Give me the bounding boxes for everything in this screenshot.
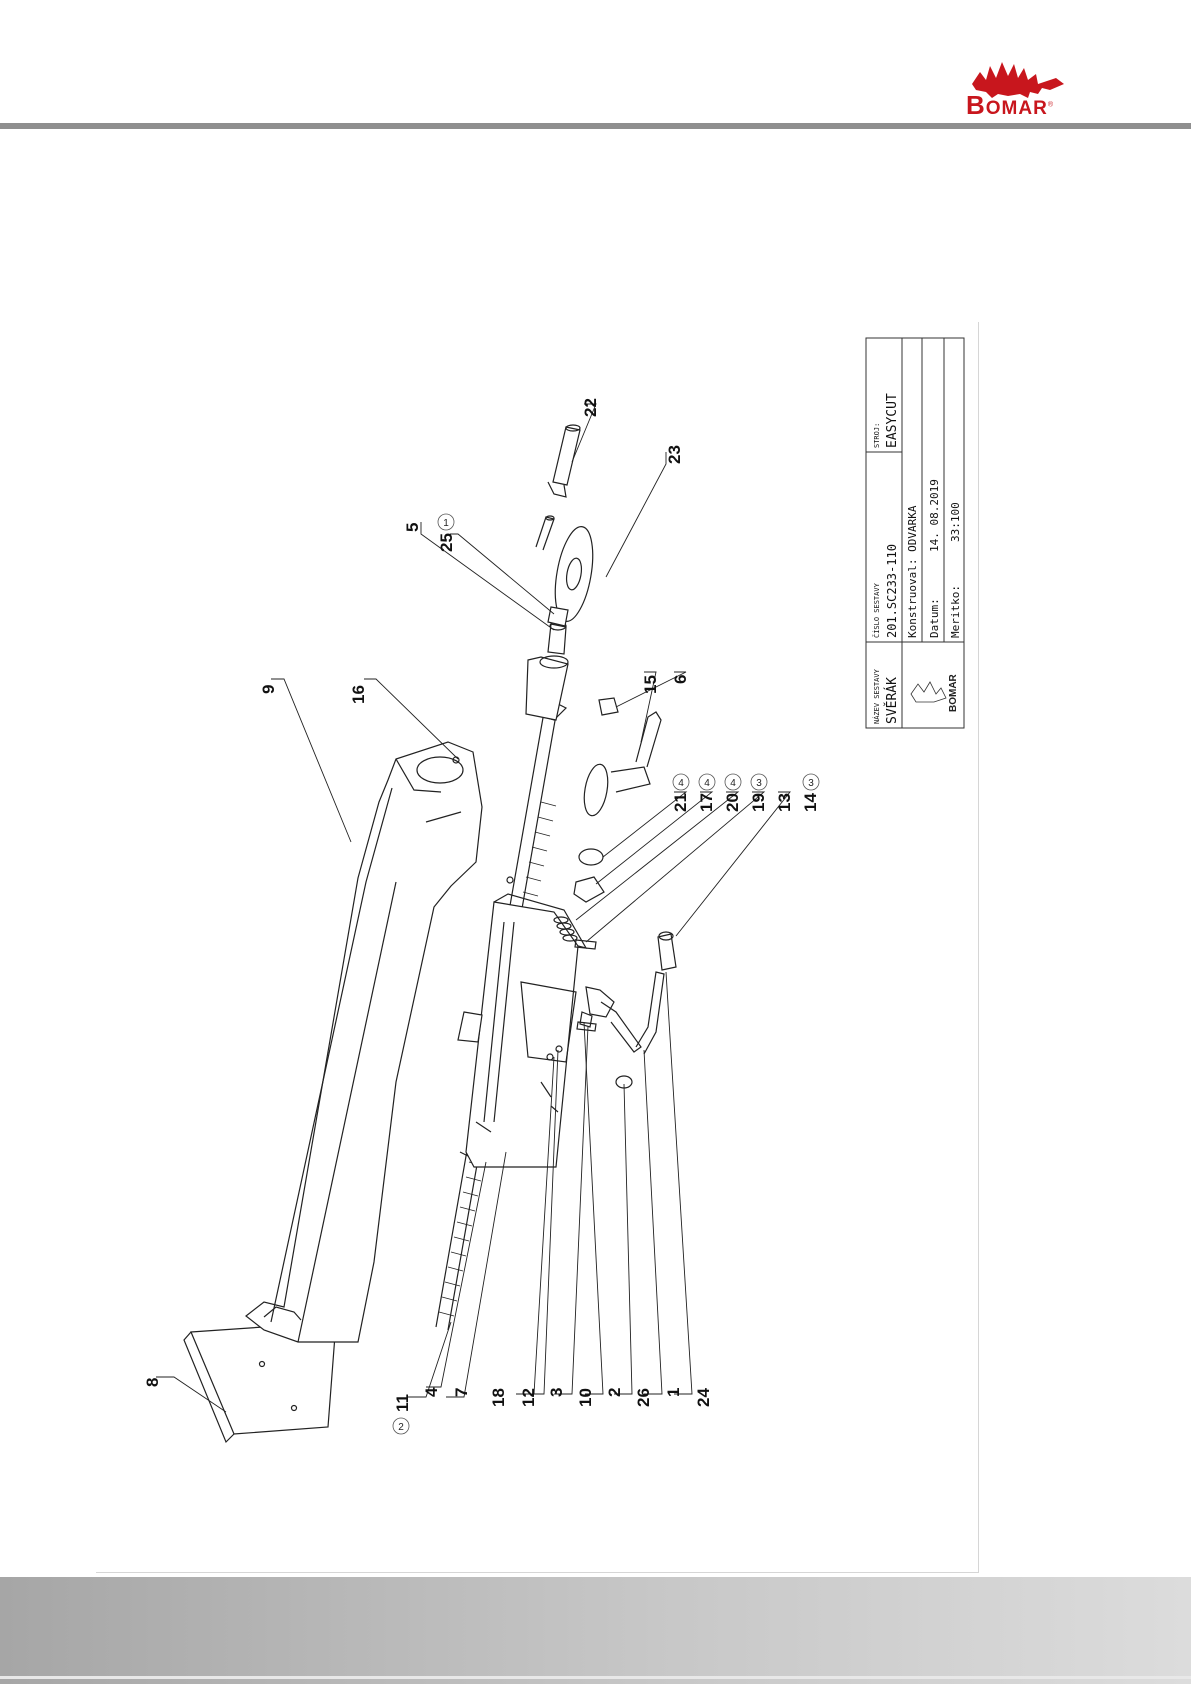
callout-3: 3 bbox=[547, 1388, 566, 1397]
tb-cislo-label: ČÍSLO SESTAVY bbox=[872, 582, 881, 638]
qty-14: 3 bbox=[803, 774, 819, 790]
tb-konstruoval: Konstruoval: ODVARKA bbox=[906, 505, 919, 638]
callout-10: 10 bbox=[576, 1388, 595, 1407]
callout-9: 9 bbox=[259, 685, 278, 694]
svg-text:4: 4 bbox=[704, 778, 710, 789]
svg-text:4: 4 bbox=[730, 778, 736, 789]
title-block-mini-logo: BOMAR bbox=[911, 673, 959, 712]
clamp-cap-15 bbox=[599, 698, 618, 715]
callout-24: 24 bbox=[694, 1388, 713, 1407]
clamp-lever bbox=[580, 932, 676, 1088]
tb-stroj-label: STROJ: bbox=[873, 423, 881, 448]
qty-20: 4 bbox=[725, 774, 741, 790]
callout-19: 19 bbox=[749, 793, 768, 812]
callout-11: 11 bbox=[393, 1394, 412, 1412]
callout-26: 26 bbox=[634, 1388, 653, 1407]
item-21-disc bbox=[579, 849, 603, 865]
svg-text:2: 2 bbox=[398, 1422, 404, 1433]
callout-6: 6 bbox=[671, 675, 690, 684]
callout-16: 16 bbox=[349, 685, 368, 704]
callout-17: 17 bbox=[697, 793, 716, 812]
callout-21: 21 bbox=[671, 793, 690, 812]
callout-1: 1 bbox=[664, 1388, 683, 1397]
tb-nazev-label: NÁZEV SESTAVY bbox=[872, 668, 881, 724]
callout-12: 12 bbox=[519, 1388, 538, 1407]
tb-stroj-value: EASYCUT bbox=[885, 393, 900, 448]
screw-nut bbox=[458, 1012, 482, 1042]
callout-8: 8 bbox=[143, 1378, 162, 1387]
tb-datum-label: Datum: bbox=[928, 598, 941, 638]
callout-4: 4 bbox=[422, 1387, 441, 1397]
callout-20: 20 bbox=[723, 793, 742, 812]
exploded-assembly-drawing: 8 11 4 7 18 12 3 10 2 26 1 24 9 16 5 25 … bbox=[96, 322, 978, 1572]
svg-text:3: 3 bbox=[756, 778, 762, 789]
bomar-logo: BOMAR® bbox=[966, 90, 1054, 121]
bolt-13 bbox=[575, 940, 596, 949]
tb-datum-value: 14. 08.2019 bbox=[928, 479, 941, 552]
footer-bar bbox=[0, 1577, 1191, 1684]
callout-14: 14 bbox=[801, 793, 820, 812]
callout-13: 13 bbox=[775, 793, 794, 812]
clamp-pad bbox=[581, 712, 661, 818]
callout-2: 2 bbox=[605, 1388, 624, 1397]
key-part bbox=[548, 607, 568, 626]
header-divider bbox=[0, 123, 1191, 129]
qty-11: 2 bbox=[393, 1418, 409, 1434]
callout-18: 18 bbox=[489, 1388, 508, 1407]
svg-text:BOMAR: BOMAR bbox=[948, 673, 959, 712]
callout-5: 5 bbox=[403, 523, 422, 532]
footer-divider bbox=[0, 1676, 1191, 1679]
tb-meritko-value: 33:100 bbox=[949, 502, 962, 542]
long-arm bbox=[246, 742, 482, 1342]
wheel-handle bbox=[548, 425, 580, 497]
callout-15: 15 bbox=[641, 675, 660, 694]
callout-23: 23 bbox=[665, 445, 684, 464]
svg-text:4: 4 bbox=[678, 778, 684, 789]
qty-17: 4 bbox=[699, 774, 715, 790]
handwheel bbox=[536, 516, 599, 624]
tb-meritko-label: Meritko: bbox=[949, 585, 962, 638]
tb-cislo-value: 201.SC233-110 bbox=[885, 544, 899, 638]
qty-19: 3 bbox=[751, 774, 767, 790]
tb-nazev-value: SVĚRÁK bbox=[884, 677, 900, 724]
small-ball-15 bbox=[507, 877, 513, 883]
svg-text:1: 1 bbox=[443, 518, 449, 529]
callout-22: 22 bbox=[581, 398, 600, 417]
qty-25: 1 bbox=[438, 514, 454, 530]
callout-25: 25 bbox=[437, 533, 456, 552]
qty-21: 4 bbox=[673, 774, 689, 790]
svg-text:3: 3 bbox=[808, 778, 814, 789]
callout-7: 7 bbox=[452, 1388, 471, 1397]
